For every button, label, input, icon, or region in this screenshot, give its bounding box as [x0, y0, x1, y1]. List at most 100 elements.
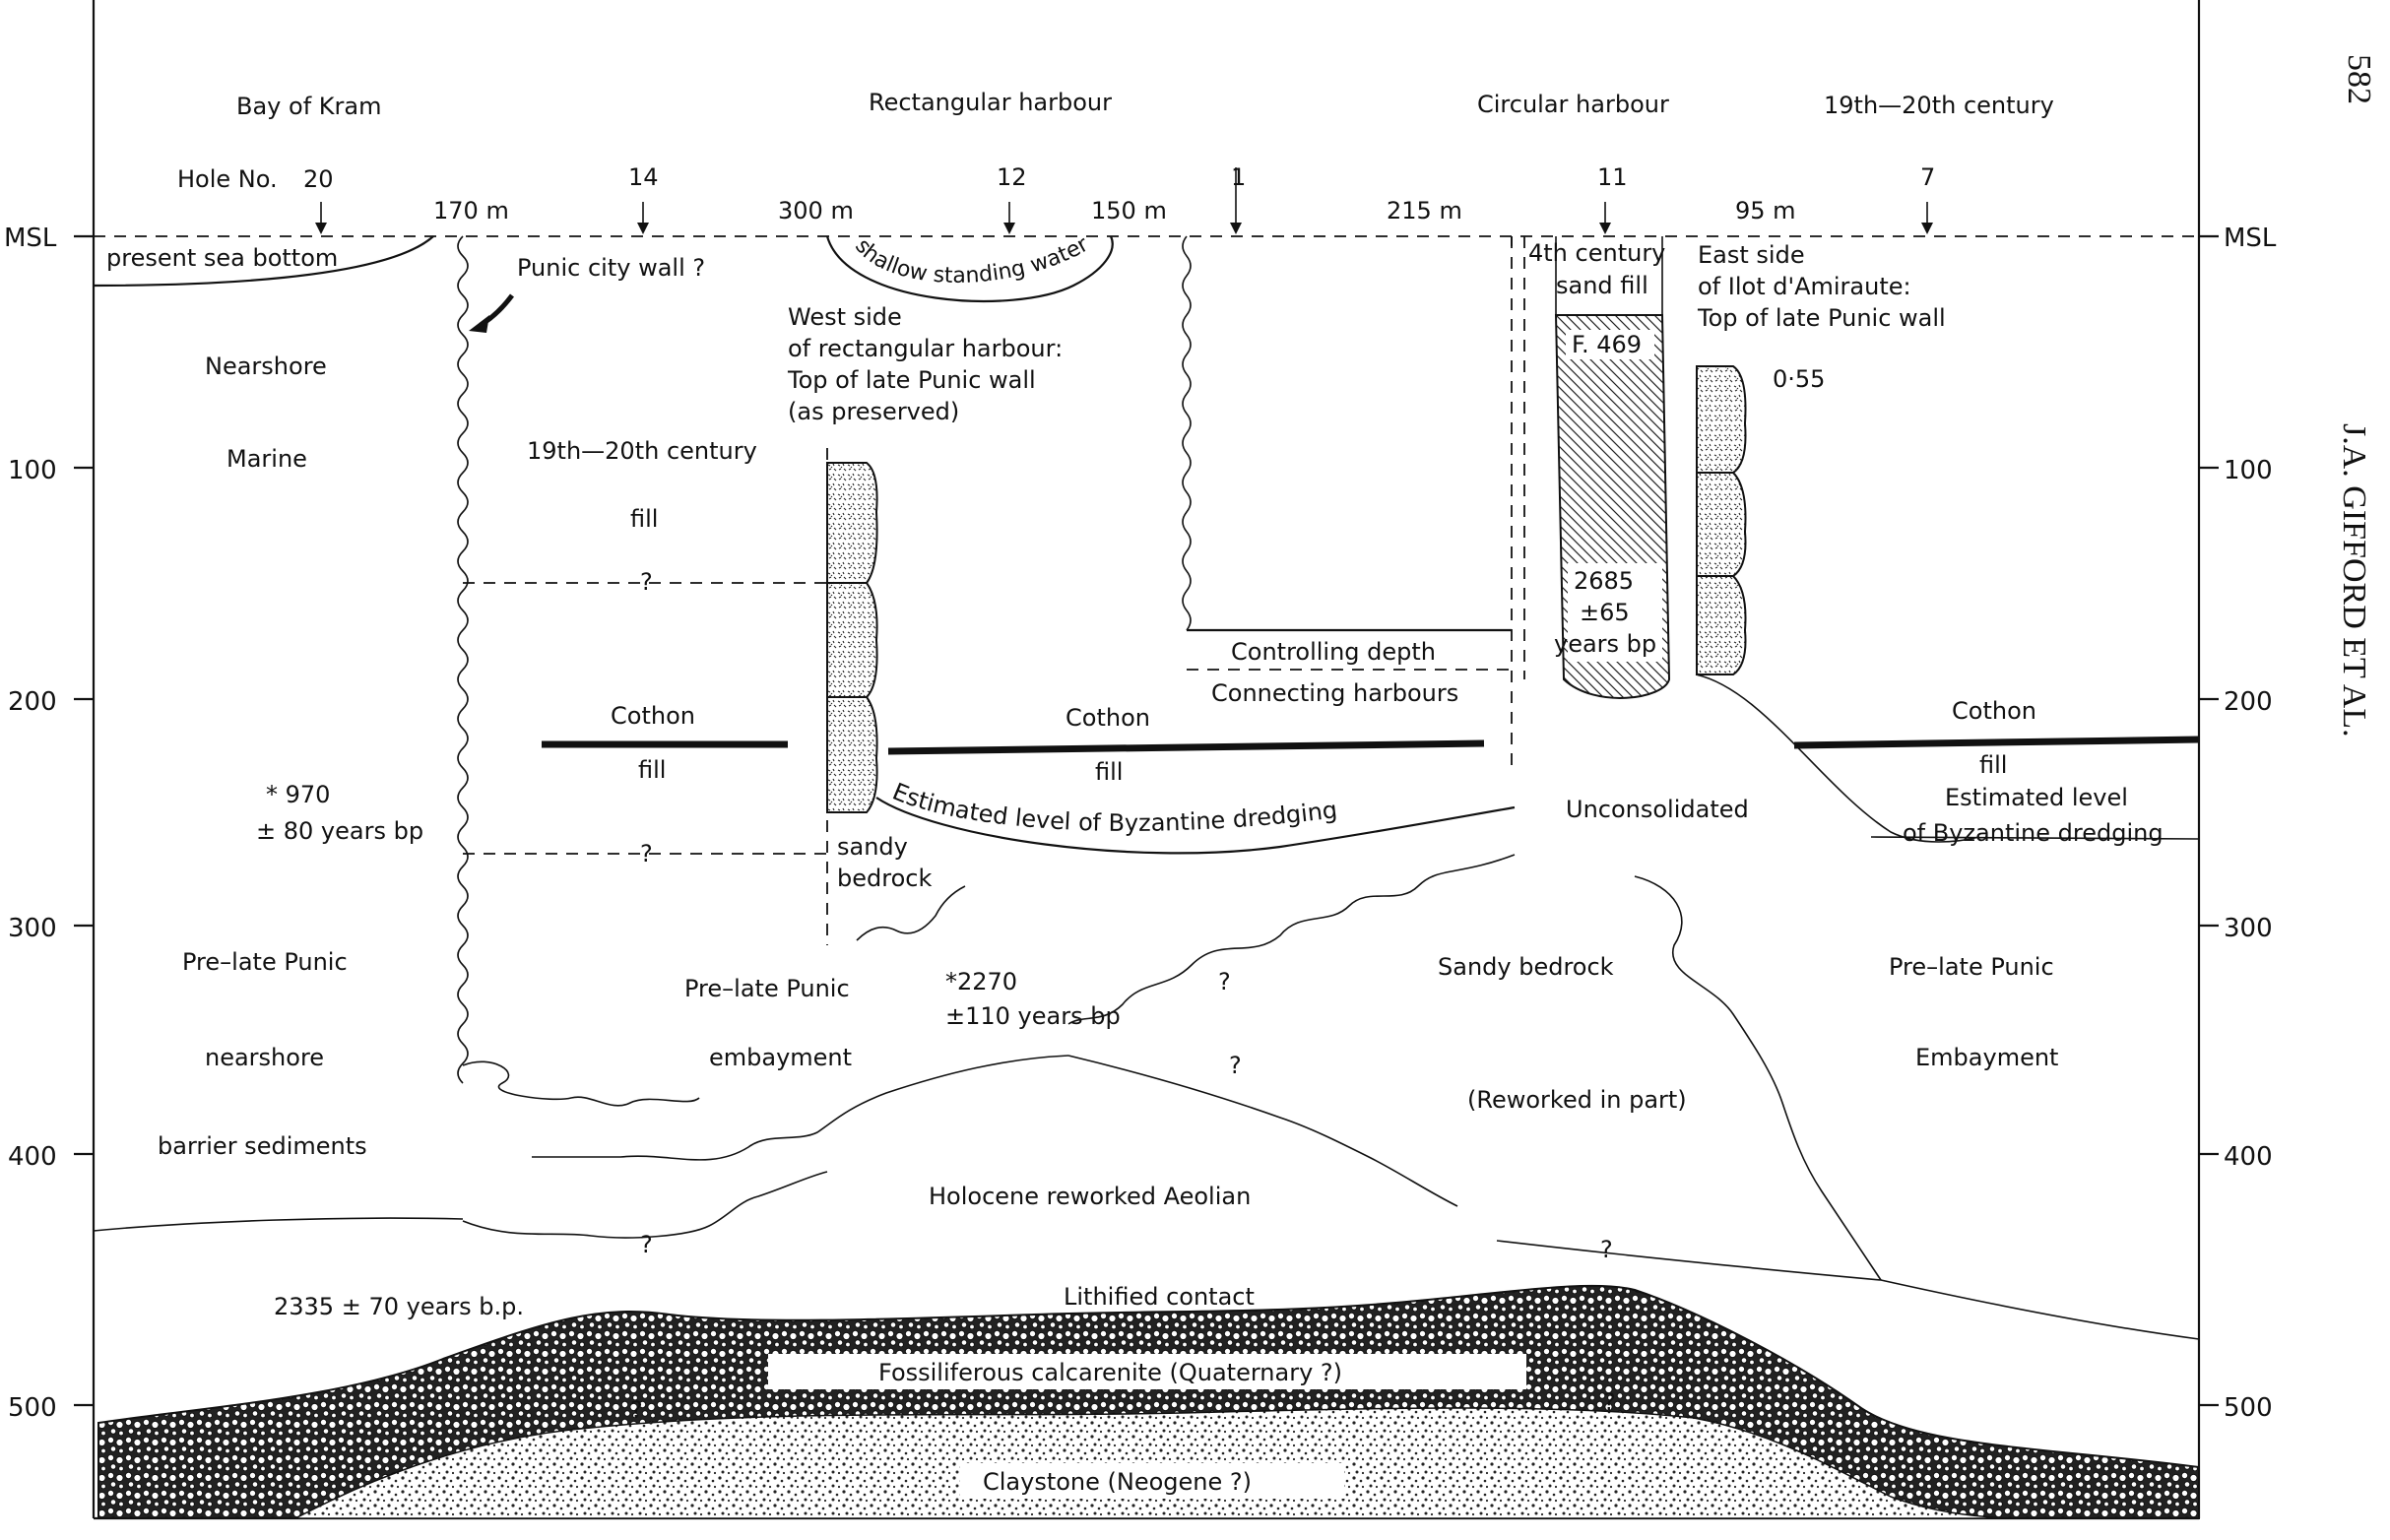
label-unconsolidated: Unconsolidated	[1566, 796, 1749, 823]
label-byzantine-r2: of Byzantine dredging	[1903, 819, 2164, 847]
hole-7: 7	[1920, 163, 1935, 191]
east-slope-curve	[1695, 674, 1980, 843]
y-tick-left-4: 400	[8, 1142, 57, 1172]
label-055: 0·55	[1773, 365, 1825, 393]
label-sandy-bedrock: Sandy bedrock	[1438, 953, 1614, 981]
label-holocene: Holocene reworked Aeolian	[929, 1183, 1251, 1210]
hole-14: 14	[628, 163, 659, 191]
label-east-side-2: of Ilot d'Amiraute:	[1698, 273, 1911, 300]
hole-prefix: Hole No.	[177, 165, 278, 193]
wavy-lower-right	[1634, 875, 1882, 1281]
y-tick-right-4: 400	[2224, 1142, 2273, 1172]
running-head: J.A. GIFFORD ET AL.	[2336, 423, 2372, 738]
label-date-2685-b: ±65	[1580, 599, 1630, 626]
hole-11: 11	[1597, 163, 1628, 191]
label-embayment-1: embayment	[709, 1044, 852, 1071]
surface-lower-right	[1496, 1240, 2200, 1340]
shallow-water-bowl	[825, 235, 1114, 303]
west-wall-blocks	[826, 448, 878, 945]
label-cothon-1: Cothon	[611, 702, 695, 730]
label-fill-2: fill	[1095, 758, 1123, 786]
label-west-side-4: (as preserved)	[788, 398, 959, 425]
header-circular-harbour: Circular harbour	[1477, 91, 1669, 118]
label-q-b: ?	[1229, 1052, 1242, 1079]
f469-bg	[1566, 330, 1654, 359]
label-sandy-bedrock-a: sandy	[837, 833, 908, 861]
wavy-center-right	[1067, 1055, 1458, 1207]
hole-1: 1	[1231, 163, 1246, 191]
hole-12: 12	[997, 163, 1027, 191]
label-q-a: ?	[1218, 968, 1231, 995]
label-nearshore: Nearshore	[205, 353, 327, 380]
y-tick-right-5: 500	[2224, 1393, 2273, 1423]
label-lithified: Lithified contact	[1064, 1283, 1255, 1311]
y-tick-right-0: MSL	[2224, 224, 2277, 253]
label-east-side-1: East side	[1698, 241, 1805, 269]
y-tick-right-1: 100	[2224, 456, 2273, 485]
wavy-boundary-mid	[1182, 235, 1192, 631]
header-century: 19th—20th century	[1824, 92, 2054, 119]
label-fourth-century-2: sand fill	[1556, 272, 1648, 299]
wavy-boundary-upper-interface	[1067, 854, 1516, 1025]
east-wall-blocks	[1696, 365, 1747, 675]
hole-arrows	[315, 167, 1933, 234]
label-west-side-2: of rectangular harbour:	[788, 335, 1063, 362]
cothon-bar-3	[1793, 736, 2200, 749]
label-fill-1: fill	[638, 756, 666, 784]
date-2685-bg	[1568, 563, 1662, 662]
hole-20: 20	[303, 165, 334, 193]
y-tick-left-3: 300	[8, 914, 57, 943]
wavy-left-interface	[462, 1060, 700, 1107]
label-date-2335: 2335 ± 70 years b.p.	[274, 1293, 524, 1320]
claystone-label-bg	[960, 1463, 1344, 1499]
y-axis-left: MSL 100 200 300 400 500	[4, 224, 94, 1423]
y-tick-left-5: 500	[8, 1393, 57, 1423]
label-pre-late-punic-2: Pre–late Punic	[684, 975, 850, 1002]
header-bay-of-kram: Bay of Kram	[236, 93, 381, 120]
label-century-fill-1: 19th—20th century	[527, 437, 757, 465]
label-pre-late-punic-3: Pre–late Punic	[1889, 953, 2054, 981]
right-dredge-line	[1870, 836, 2200, 840]
label-date-2270-b: ±110 years bp	[945, 1002, 1121, 1030]
label-nearshore-2: nearshore	[205, 1044, 324, 1071]
header-rectangular-harbour: Rectangular harbour	[869, 89, 1112, 116]
label-q-e: ?	[630, 1396, 643, 1424]
label-west-side-3: Top of late Punic wall	[787, 366, 1036, 394]
label-date-970-a: * 970	[266, 781, 330, 808]
label-controlling-depth: Controlling depth	[1231, 638, 1436, 666]
y-tick-right-3: 300	[2224, 914, 2273, 943]
wavy-boundary-left	[457, 235, 469, 1084]
distance-2: 300 m	[778, 197, 854, 225]
bedrock-wave-small	[856, 885, 966, 941]
label-present-sea-bottom: present sea bottom	[106, 244, 338, 272]
label-east-side-3: Top of late Punic wall	[1697, 304, 1946, 332]
label-embayment-2: Embayment	[1915, 1044, 2058, 1071]
label-pre-late-punic-1: Pre–late Punic	[182, 948, 348, 976]
label-punic-city-wall: Punic city wall ?	[517, 254, 705, 282]
sea-bottom-line	[93, 235, 434, 288]
distance-3: 150 m	[1091, 197, 1167, 225]
label-date-970-b: ± 80 years bp	[256, 817, 423, 845]
y-tick-left-1: 100	[8, 456, 57, 485]
page-number: 582	[2341, 54, 2377, 104]
label-claystone: Claystone (Neogene ?)	[983, 1468, 1252, 1496]
label-f469: F. 469	[1572, 331, 1642, 358]
distance-4: 215 m	[1387, 197, 1462, 225]
distance-1: 170 m	[433, 197, 509, 225]
cothon-bar-2	[887, 739, 1485, 755]
y-tick-left-2: 200	[8, 687, 57, 717]
label-cothon-2: Cothon	[1066, 704, 1150, 732]
y-tick-right-2: 200	[2224, 687, 2273, 717]
label-q-f: ?	[1603, 1388, 1616, 1416]
label-q1: ?	[640, 568, 653, 596]
label-date-2270-a: *2270	[945, 968, 1017, 995]
calcarenite-label-bg	[768, 1354, 1526, 1389]
label-fill-3: fill	[1979, 751, 2007, 779]
label-sandy-bedrock-b: bedrock	[837, 865, 932, 892]
wavy-boundary-center	[532, 1055, 1069, 1161]
arrow-wall-head	[469, 315, 489, 333]
distance-5: 95 m	[1735, 197, 1796, 225]
wavy-lower-left	[462, 1171, 828, 1239]
label-q-d: ?	[1600, 1236, 1613, 1263]
